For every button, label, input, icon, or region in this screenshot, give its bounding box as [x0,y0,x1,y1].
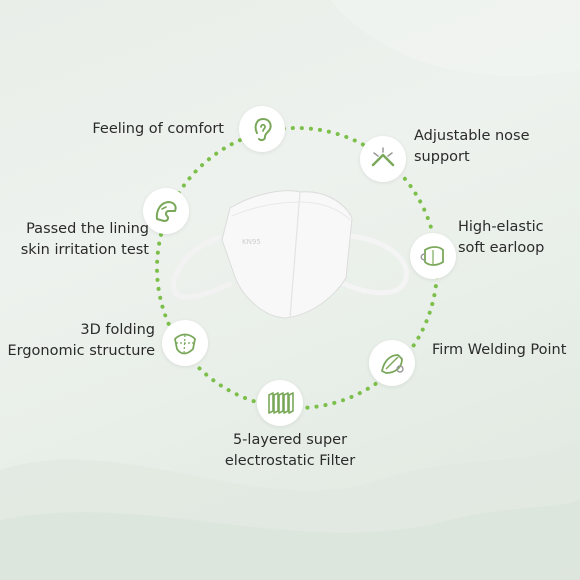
skin-icon [143,188,189,234]
comfort-label-line1: Feeling of comfort [92,121,224,137]
nose-support-label-line1: Adjustable nose [414,128,530,144]
ear-icon [239,106,285,152]
filter-label-line2: electrostatic Filter [224,453,356,469]
lining-label-line2: skin irritation test [20,242,149,258]
earloop-label-line2: soft earloop [458,240,545,256]
mask-image: KN95 [171,190,409,319]
welding-label-line1: Firm Welding Point [432,342,567,358]
earloop-icon [410,233,456,279]
folding-label-line2: Ergonomic structure [7,343,155,359]
nose-support-label-line2: support [414,149,470,165]
folding-label-line1: 3D folding [80,322,155,338]
filter-label-line1: 5-layered super [232,432,348,448]
filter-layers-icon [257,380,303,426]
folding-label: 3D folding Ergonomic structure [7,320,155,362]
nose-clip-icon [360,136,406,182]
mask-imprint: KN95 [242,238,261,246]
earloop-label: High-elastic soft earloop [458,217,544,259]
lining-label: Passed the lining skin irritation test [21,219,149,261]
nose-support-label: Adjustable nose support [414,126,530,168]
lining-label-line1: Passed the lining [26,221,149,237]
welding-icon [369,340,415,386]
filter-label: 5-layered super electrostatic Filter [200,430,380,472]
mask-fold-icon [162,320,208,366]
comfort-label: Feeling of comfort [92,119,224,140]
earloop-label-line1: High-elastic [458,219,544,235]
welding-label: Firm Welding Point [432,340,566,361]
